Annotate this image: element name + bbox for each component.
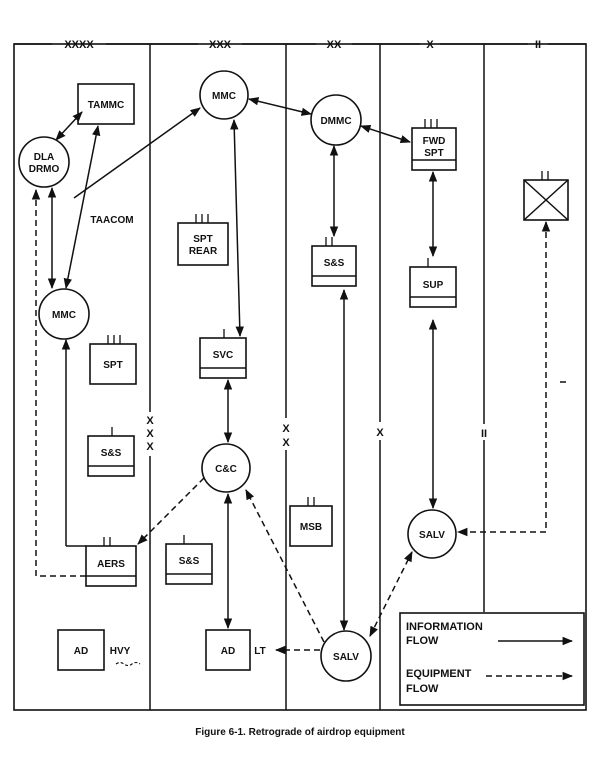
node-salv-bde bbox=[407, 509, 457, 559]
node-aers bbox=[85, 545, 137, 587]
unit-tick bbox=[325, 237, 333, 246]
info-flow-mmc-corps bbox=[73, 107, 201, 199]
node-fwd-spt bbox=[411, 127, 457, 171]
node-fwd-spt-label-1: FWD bbox=[423, 136, 446, 147]
node-spt-theater bbox=[89, 343, 137, 385]
node-ss-theater bbox=[87, 435, 135, 477]
node-spt-theater-label: SPT bbox=[103, 360, 122, 371]
node-ss-corps bbox=[165, 543, 213, 585]
legend-equipment-label-1: EQUIPMENT bbox=[406, 668, 472, 680]
legend-information-label-1: INFORMATION bbox=[406, 621, 483, 633]
node-ad-hvy-label: AD bbox=[74, 646, 88, 657]
node-spt-rear-label-1: SPT bbox=[193, 234, 212, 245]
legend-equipment-label-2: FLOW bbox=[406, 683, 439, 695]
unit-tick bbox=[107, 335, 121, 344]
echelon-label-x: X bbox=[426, 39, 434, 51]
node-crossed-box bbox=[523, 179, 569, 221]
legend-box bbox=[399, 612, 585, 706]
unit-tick bbox=[195, 214, 209, 223]
node-dmmc-label: DMMC bbox=[320, 116, 351, 127]
info-flow-mmc-dmmc bbox=[247, 97, 313, 116]
node-ad-hvy bbox=[57, 629, 105, 671]
node-ss-theater-label: S&S bbox=[101, 448, 122, 459]
node-salv-div-label: SALV bbox=[333, 652, 359, 663]
echelon-label-xx: XX bbox=[327, 39, 342, 51]
info-flow-dla-tammc bbox=[55, 111, 83, 141]
unit-tick bbox=[103, 537, 111, 546]
boundary-label-xxx: X X X bbox=[146, 415, 154, 453]
node-spt-rear bbox=[177, 222, 229, 266]
info-flow-tammc-mmc bbox=[63, 124, 101, 290]
boundary-label-xx: X X bbox=[282, 423, 290, 449]
echelon-label-xxxx: XXXX bbox=[64, 39, 94, 51]
node-ss-div-label: S&S bbox=[324, 258, 345, 269]
boundary-label-xx-mark: X bbox=[282, 423, 290, 435]
boundary-label-x: X bbox=[376, 427, 384, 439]
node-msb-label: MSB bbox=[300, 522, 322, 533]
node-dla-drmo-label-2: DRMO bbox=[29, 164, 60, 175]
node-ad-lt bbox=[205, 629, 251, 671]
echelon-label-xxx: XXX bbox=[209, 39, 232, 51]
node-fwd-spt-label-2: SPT bbox=[424, 148, 443, 159]
node-ss-corps-label: S&S bbox=[179, 556, 200, 567]
legend-information-label-2: FLOW bbox=[406, 635, 439, 647]
info-flow-mmc-svc bbox=[230, 118, 244, 338]
boundary-label-ii: II bbox=[481, 428, 487, 440]
equip-flow-cc-aers bbox=[137, 477, 205, 545]
node-lt-label: LT bbox=[254, 646, 265, 657]
node-mmc-theater-label: MMC bbox=[52, 310, 76, 321]
equip-flow-aers-dla bbox=[31, 188, 86, 577]
node-cc bbox=[201, 443, 251, 493]
node-sup bbox=[409, 266, 457, 308]
equip-flow-unit-salvbde bbox=[456, 220, 551, 537]
node-hvy-label: HVY bbox=[110, 646, 131, 657]
node-tammc-label: TAMMC bbox=[88, 100, 124, 111]
node-taacom-label: TAACOM bbox=[90, 215, 133, 226]
node-mmc-corps bbox=[199, 70, 249, 120]
node-dla-drmo-label-1: DLA bbox=[34, 152, 55, 163]
legend: INFORMATION FLOW EQUIPMENT FLOW bbox=[399, 612, 585, 706]
boundary-label-xxx-mark: X bbox=[146, 428, 154, 440]
unit-tick bbox=[424, 119, 438, 128]
node-spt-rear-label-2: REAR bbox=[189, 246, 218, 257]
node-svc bbox=[199, 337, 247, 379]
node-msb bbox=[289, 505, 333, 547]
node-mmc-corps-label: MMC bbox=[212, 91, 236, 102]
boundary-label-xxx-mark: X bbox=[146, 441, 154, 453]
hvy-squiggle bbox=[115, 661, 141, 667]
equip-flow-salvdiv-salvbde bbox=[369, 551, 413, 637]
unit-tick bbox=[541, 171, 549, 180]
echelon-label-ii: II bbox=[535, 39, 541, 51]
node-aers-label: AERS bbox=[97, 559, 125, 570]
node-ad-lt-label: AD bbox=[221, 646, 235, 657]
node-ss-div bbox=[311, 245, 357, 287]
boundary-label-xx-mark: X bbox=[282, 437, 290, 449]
node-salv-bde-label: SALV bbox=[419, 530, 445, 541]
node-svc-label: SVC bbox=[213, 350, 234, 361]
unit-tick bbox=[307, 497, 315, 506]
boundary-label-xxx-mark: X bbox=[146, 415, 154, 427]
figure-caption: Figure 6-1. Retrograde of airdrop equipm… bbox=[195, 727, 405, 738]
node-tammc bbox=[77, 83, 135, 125]
info-flow-dmmc-fwdspt bbox=[360, 124, 411, 144]
node-sup-label: SUP bbox=[423, 280, 444, 291]
node-cc-label: C&C bbox=[215, 464, 237, 475]
equip-flow-salvdiv-cc bbox=[245, 489, 325, 643]
